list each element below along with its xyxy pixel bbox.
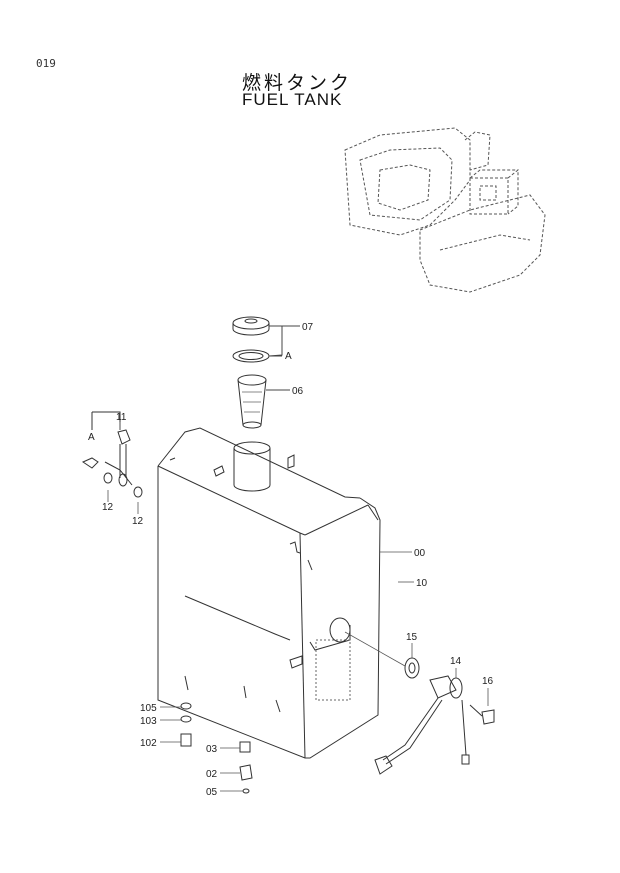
fuel-tank-body (157, 427, 381, 759)
leader-lines (107, 422, 489, 792)
callout-03: 03 (206, 744, 218, 755)
callout-105: 105 (140, 703, 157, 714)
filler-strainer (237, 374, 267, 429)
callout-00: 00 (414, 548, 426, 559)
callout-12-right: 12 (132, 516, 144, 527)
callout-A-left: A (88, 432, 95, 443)
level-gauge-parts (81, 411, 143, 498)
excavator-location-sketch (344, 127, 546, 293)
callout-12-left: 12 (102, 502, 114, 513)
cap-gasket (232, 349, 270, 363)
callout-06: 06 (292, 386, 304, 397)
callout-10: 10 (416, 578, 428, 589)
callout-102: 102 (140, 738, 157, 749)
callout-07: 07 (302, 322, 314, 333)
filler-cap (232, 316, 270, 336)
callout-A-top: A (285, 351, 292, 362)
page-title: FUEL TANK (242, 90, 343, 109)
callout-15: 15 (406, 632, 418, 643)
callout-02: 02 (206, 769, 218, 780)
page-code: 019 (36, 57, 56, 70)
fuel-gauge-sender (374, 657, 495, 775)
callout-lines-cap (266, 325, 300, 391)
callout-16: 16 (482, 676, 494, 687)
callout-14: 14 (450, 656, 462, 667)
callout-05: 05 (206, 787, 218, 798)
callout-11: 11 (116, 412, 127, 423)
callout-103: 103 (140, 716, 157, 727)
page-title-japanese: 燃料タンク (242, 72, 353, 94)
